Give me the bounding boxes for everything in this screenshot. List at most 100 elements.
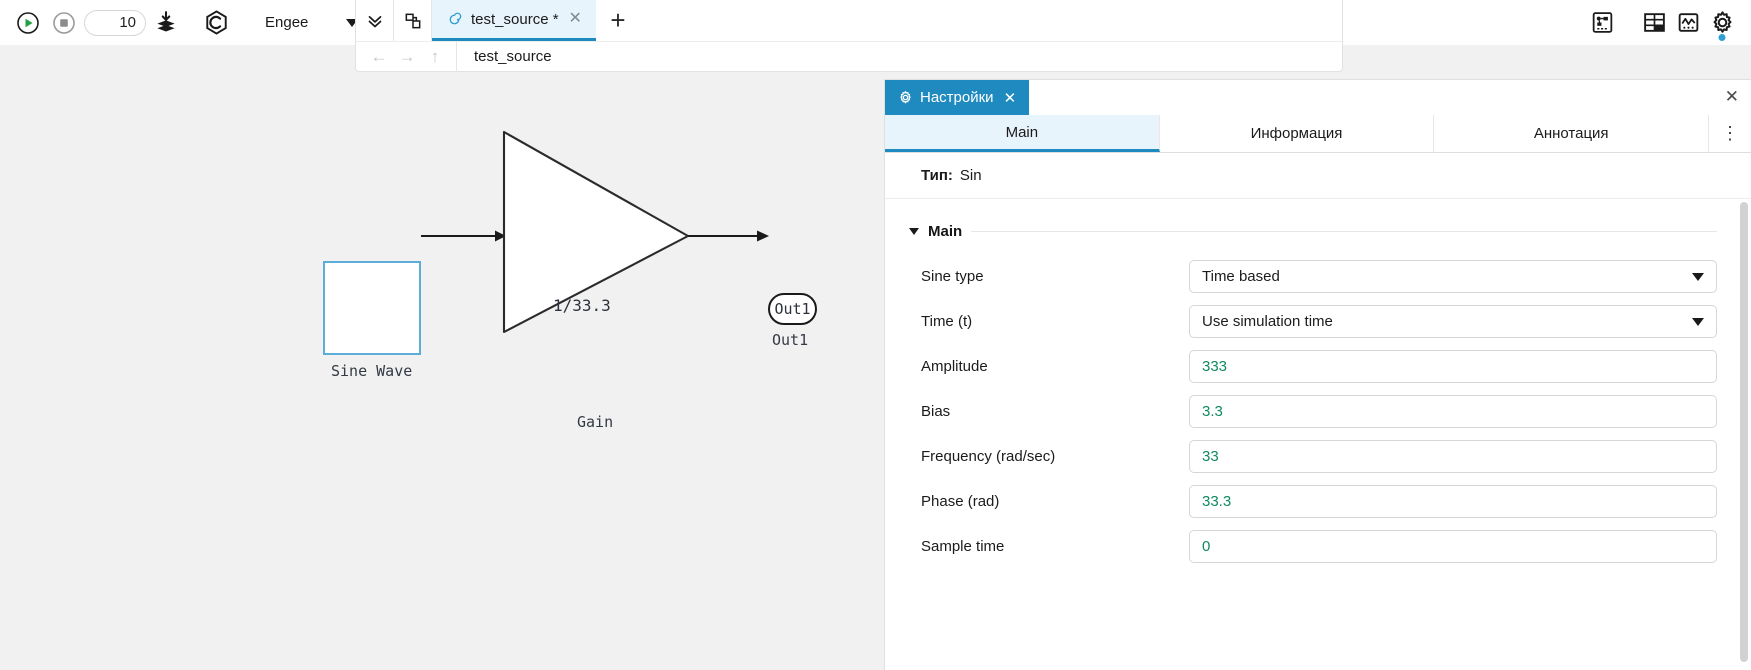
field-amplitude: Amplitude 333 bbox=[921, 344, 1717, 389]
field-sample-time-input[interactable]: 0 bbox=[1189, 530, 1717, 563]
out-port-block[interactable]: Out1 bbox=[768, 293, 817, 325]
field-bias-input[interactable]: 3.3 bbox=[1189, 395, 1717, 428]
navigation-arrows: ← → ↑ bbox=[356, 41, 457, 72]
field-sample-time-label: Sample time bbox=[921, 538, 1005, 555]
field-phase-input[interactable]: 33.3 bbox=[1189, 485, 1717, 518]
gear-icon bbox=[900, 91, 911, 104]
settings-active-indicator bbox=[1718, 34, 1726, 41]
field-sine-type-select[interactable]: Time based bbox=[1189, 260, 1717, 293]
field-time-value: Use simulation time bbox=[1202, 313, 1333, 330]
logo-group bbox=[194, 3, 238, 42]
panel-tab-close-icon[interactable]: ✕ bbox=[1003, 89, 1017, 107]
field-sample-time-value: 0 bbox=[1202, 538, 1211, 555]
field-amplitude-input[interactable]: 333 bbox=[1189, 350, 1717, 383]
tab-annotation-label: Аннотация bbox=[1533, 125, 1609, 142]
field-time: Time (t) Use simulation time bbox=[921, 299, 1717, 344]
kebab-menu-icon[interactable]: ⋮ bbox=[1721, 123, 1740, 143]
model-canvas[interactable]: 1/33.3 Out1 Sine Wave Gain Out1 bbox=[0, 72, 986, 670]
scope-button[interactable] bbox=[1672, 6, 1704, 38]
tab-list-button[interactable] bbox=[356, 0, 394, 41]
field-amplitude-label: Amplitude bbox=[921, 358, 988, 375]
field-sine-type-value: Time based bbox=[1202, 268, 1280, 285]
simulation-time-input[interactable]: 10 bbox=[84, 9, 146, 36]
panel-scrollbar-thumb[interactable] bbox=[1740, 202, 1748, 662]
layout-grid-icon bbox=[1643, 12, 1665, 32]
gain-triangle[interactable] bbox=[502, 130, 690, 334]
stop-icon bbox=[53, 11, 75, 34]
field-time-label: Time (t) bbox=[921, 313, 973, 330]
gear-icon bbox=[1712, 10, 1732, 33]
workspace-selector-group: Engee bbox=[254, 3, 366, 42]
breadcrumb-item-root[interactable]: test_source bbox=[474, 48, 552, 65]
properties-panel: Настройки ✕ ✕ Main Информация Аннотация … bbox=[884, 79, 1751, 670]
play-icon bbox=[17, 11, 39, 34]
canvas-svg bbox=[335, 130, 769, 344]
field-bias-label: Bias bbox=[921, 403, 951, 420]
block-diagram-icon bbox=[1592, 11, 1612, 33]
panel-tab-label: Настройки bbox=[920, 89, 994, 106]
tab-information[interactable]: Информация bbox=[1159, 115, 1435, 152]
up-arrow-icon[interactable]: ↑ bbox=[430, 46, 440, 66]
layout-grid-button[interactable] bbox=[1638, 6, 1670, 38]
forward-arrow-icon[interactable]: → bbox=[398, 46, 416, 66]
copy-blocks-icon bbox=[405, 13, 420, 28]
field-phase-value: 33.3 bbox=[1202, 493, 1232, 510]
save-layers-icon bbox=[157, 10, 175, 31]
field-sine-type-label: Sine type bbox=[921, 268, 984, 285]
block-type-row: Тип: Sin bbox=[885, 153, 1751, 199]
workspace-dropdown[interactable]: Engee bbox=[254, 5, 366, 40]
field-amplitude-value: 333 bbox=[1202, 358, 1228, 375]
simulation-controls-group: 10 bbox=[6, 3, 188, 42]
scope-icon bbox=[1678, 12, 1698, 32]
chevron-down-icon[interactable] bbox=[909, 228, 919, 235]
field-sine-type: Sine type Time based bbox=[921, 254, 1717, 299]
section-title: Main bbox=[928, 223, 963, 240]
workspace-label: Engee bbox=[265, 14, 309, 31]
right-tool-groups bbox=[1581, 3, 1743, 41]
block-diagram-button[interactable] bbox=[1586, 6, 1618, 38]
signal-wire-gain-to-out[interactable] bbox=[688, 230, 769, 242]
gain-value-label: 1/33.3 bbox=[553, 296, 611, 315]
chevron-down-icon bbox=[1692, 317, 1704, 326]
tab-close-icon[interactable]: ✕ bbox=[568, 10, 582, 27]
panel-close-icon[interactable]: ✕ bbox=[1724, 87, 1739, 106]
panel-tab-settings[interactable]: Настройки ✕ bbox=[885, 80, 1030, 115]
sine-wave-block-label: Sine Wave bbox=[331, 362, 413, 380]
settings-button[interactable] bbox=[1706, 6, 1738, 41]
field-frequency-value: 33 bbox=[1202, 448, 1219, 465]
field-bias: Bias 3.3 bbox=[921, 389, 1717, 434]
field-frequency-input[interactable]: 33 bbox=[1189, 440, 1717, 473]
field-time-select[interactable]: Use simulation time bbox=[1189, 305, 1717, 338]
section-header-main[interactable]: Main bbox=[885, 199, 1751, 240]
gain-block-label: Gain bbox=[577, 413, 614, 431]
signal-wire-sine-to-gain[interactable] bbox=[421, 230, 506, 242]
run-button[interactable] bbox=[12, 7, 44, 39]
chevron-down-icon bbox=[1692, 272, 1704, 281]
simulation-time-value: 10 bbox=[119, 14, 136, 31]
tab-title: test_source * bbox=[471, 10, 559, 28]
stop-button[interactable] bbox=[48, 7, 80, 39]
tab-annotation[interactable]: Аннотация bbox=[1434, 115, 1710, 152]
breadcrumb-bar: ← → ↑ test_source bbox=[356, 41, 1344, 72]
properties-form: Sine type Time based Time (t) Use simula… bbox=[885, 240, 1751, 569]
back-arrow-icon[interactable]: ← bbox=[370, 46, 388, 66]
document-tab-test-source[interactable]: test_source * ✕ bbox=[432, 0, 596, 41]
field-frequency: Frequency (rad/sec) 33 bbox=[921, 434, 1717, 479]
section-divider bbox=[971, 231, 1717, 232]
tab-main-label: Main bbox=[1005, 123, 1039, 141]
document-tab-zone: test_source * ✕ + ← → ↑ test_source bbox=[355, 0, 1344, 72]
duplicate-view-button[interactable] bbox=[394, 0, 432, 41]
engee-logo-button[interactable] bbox=[200, 7, 232, 39]
out-port-block-label: Out1 bbox=[772, 331, 809, 349]
block-type-value: Sin bbox=[959, 167, 982, 184]
save-layers-button[interactable] bbox=[150, 7, 182, 39]
sine-wave-block[interactable] bbox=[323, 261, 421, 355]
field-phase-label: Phase (rad) bbox=[921, 493, 1000, 510]
panel-tabs: Main Информация Аннотация ⋮ bbox=[885, 115, 1751, 153]
field-phase: Phase (rad) 33.3 bbox=[921, 479, 1717, 524]
block-type-key: Тип: bbox=[921, 167, 953, 184]
model-spiral-icon bbox=[449, 12, 462, 24]
tab-main[interactable]: Main bbox=[885, 115, 1160, 152]
new-tab-button[interactable]: + bbox=[610, 5, 626, 35]
